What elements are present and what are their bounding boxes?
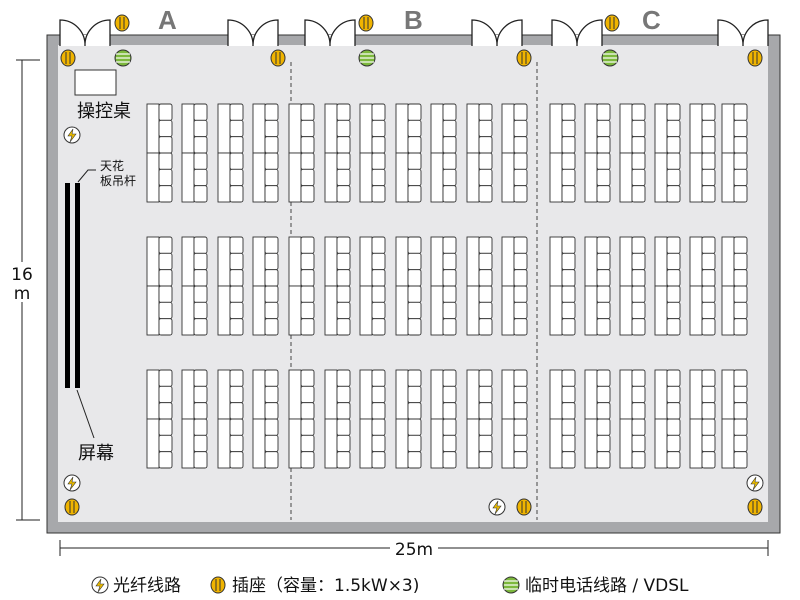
desk-block	[252, 236, 279, 336]
double-door	[471, 19, 523, 47]
outlet-icon	[64, 498, 80, 516]
desk-block	[549, 236, 576, 336]
desk-block	[288, 103, 315, 203]
outlet-icon	[604, 14, 620, 32]
outlet-icon	[358, 14, 374, 32]
double-door	[59, 19, 111, 47]
desk-block	[146, 236, 173, 336]
leader-line	[77, 169, 96, 183]
width-value: 25m	[395, 540, 433, 560]
desk-block	[359, 236, 386, 336]
desk-block	[430, 369, 457, 469]
outlet-icon	[516, 49, 532, 67]
desk-block	[395, 103, 422, 203]
fiber-line-icon	[91, 576, 109, 594]
desk-block	[549, 369, 576, 469]
phone-line-icon	[114, 49, 132, 67]
desk-block	[654, 369, 681, 469]
phone-line-icon	[502, 576, 520, 594]
desk-block	[584, 236, 611, 336]
double-door	[551, 19, 603, 47]
double-door	[304, 19, 356, 47]
legend-outlet: 插座（容量：1.5kW×3)	[232, 576, 419, 596]
legend-fiber: 光纤线路	[113, 576, 181, 596]
zone-b-label: B	[404, 5, 423, 35]
desk-block	[181, 103, 208, 203]
desk-block	[689, 369, 716, 469]
outlet-icon	[516, 498, 532, 516]
desk-block	[466, 369, 493, 469]
console-desk	[74, 69, 117, 96]
desk-block	[619, 369, 646, 469]
desk-block	[217, 369, 244, 469]
leader-line	[76, 389, 95, 439]
desk-block	[501, 103, 528, 203]
zone-c-label: C	[642, 5, 661, 35]
desk-block	[430, 103, 457, 203]
ceiling-rod-label-1: 天花	[100, 158, 124, 173]
desk-block	[359, 103, 386, 203]
desk-block	[721, 236, 748, 336]
outlet-icon	[114, 14, 130, 32]
desk-block	[395, 369, 422, 469]
desk-block	[466, 103, 493, 203]
fiber-line-icon	[746, 474, 764, 492]
desk-block	[324, 236, 351, 336]
desk-block	[721, 369, 748, 469]
desk-block	[146, 369, 173, 469]
desk-block	[430, 236, 457, 336]
desk-block	[619, 236, 646, 336]
desk-block	[217, 103, 244, 203]
desk-block	[181, 236, 208, 336]
desk-block	[288, 236, 315, 336]
height-value: 16	[11, 265, 33, 285]
desk-block	[217, 236, 244, 336]
ceiling-rod-label-2: 板吊杆	[100, 174, 136, 188]
outlet-icon	[210, 576, 226, 594]
fiber-line-icon	[63, 126, 81, 144]
desk-block	[501, 369, 528, 469]
desk-block	[359, 369, 386, 469]
outlet-icon	[747, 498, 763, 516]
desk-block	[252, 103, 279, 203]
desk-block	[689, 103, 716, 203]
outlet-icon	[60, 49, 76, 67]
desk-block	[689, 236, 716, 336]
screen-bar	[65, 183, 70, 388]
desk-block	[584, 369, 611, 469]
desk-block	[619, 103, 646, 203]
legend-phone: 临时电话线路 / VDSL	[525, 576, 689, 596]
desk-block	[654, 236, 681, 336]
desk-block	[324, 369, 351, 469]
screen-label: 屏幕	[78, 443, 114, 464]
desk-block	[181, 369, 208, 469]
desk-block	[252, 369, 279, 469]
screen-bar	[75, 183, 80, 388]
phone-line-icon	[358, 49, 376, 67]
zone-a-label: A	[158, 5, 177, 35]
desk-block	[146, 103, 173, 203]
desk-block	[324, 103, 351, 203]
desk-block	[654, 103, 681, 203]
fiber-line-icon	[63, 474, 81, 492]
desk-block	[466, 236, 493, 336]
desk-block	[721, 103, 748, 203]
desk-block	[501, 236, 528, 336]
fiber-line-icon	[488, 498, 506, 516]
outlet-icon	[270, 49, 286, 67]
console-label: 操控桌	[77, 101, 131, 122]
double-door	[717, 19, 769, 47]
desk-block	[395, 236, 422, 336]
desk-block	[288, 369, 315, 469]
desk-block	[549, 103, 576, 203]
outlet-icon	[747, 49, 763, 67]
height-unit: m	[14, 284, 31, 304]
phone-line-icon	[601, 49, 619, 67]
desk-block	[584, 103, 611, 203]
double-door	[227, 19, 279, 47]
